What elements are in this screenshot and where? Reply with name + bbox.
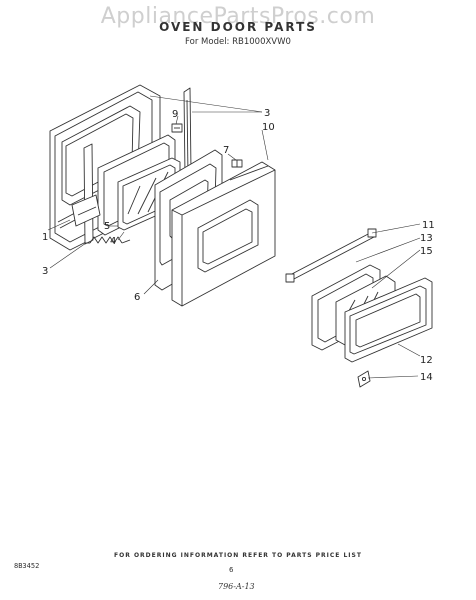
drawing-code: 796-A-13 [218, 582, 255, 591]
model-subtitle: For Model: RB1000XVW0 [185, 37, 291, 47]
part-outer-door-panel [171, 161, 276, 307]
callout-12: 12 [420, 355, 433, 366]
callout-3-left: 3 [42, 266, 48, 277]
part-bracket [357, 370, 371, 388]
callout-15: 15 [420, 246, 433, 257]
part-outer-window-frame [344, 277, 433, 363]
callout-11: 11 [422, 220, 435, 231]
callout-4: 4 [110, 236, 116, 247]
ordering-info-note: FOR ORDERING INFORMATION REFER TO PARTS … [114, 552, 362, 559]
callout-10: 10 [262, 122, 275, 133]
part-hinge-arm [71, 143, 101, 245]
callout-1: 1 [42, 232, 48, 243]
callout-13: 13 [420, 233, 433, 244]
part-clip [171, 123, 183, 133]
part-screw [231, 159, 243, 168]
diagram-title: OVEN DOOR PARTS [159, 20, 317, 34]
callout-6: 6 [134, 292, 140, 303]
callout-9: 9 [172, 109, 178, 120]
callout-14: 14 [420, 372, 433, 383]
callout-5: 5 [104, 221, 110, 232]
callout-3-top: 3 [264, 108, 270, 119]
part-hinge-spring [84, 236, 131, 244]
page-number: 6 [229, 566, 234, 574]
leader-lines [47, 95, 421, 379]
document-code: 8B3452 [14, 562, 40, 570]
callout-7: 7 [223, 145, 229, 156]
watermark: AppliancePartsPros.com [100, 4, 376, 29]
